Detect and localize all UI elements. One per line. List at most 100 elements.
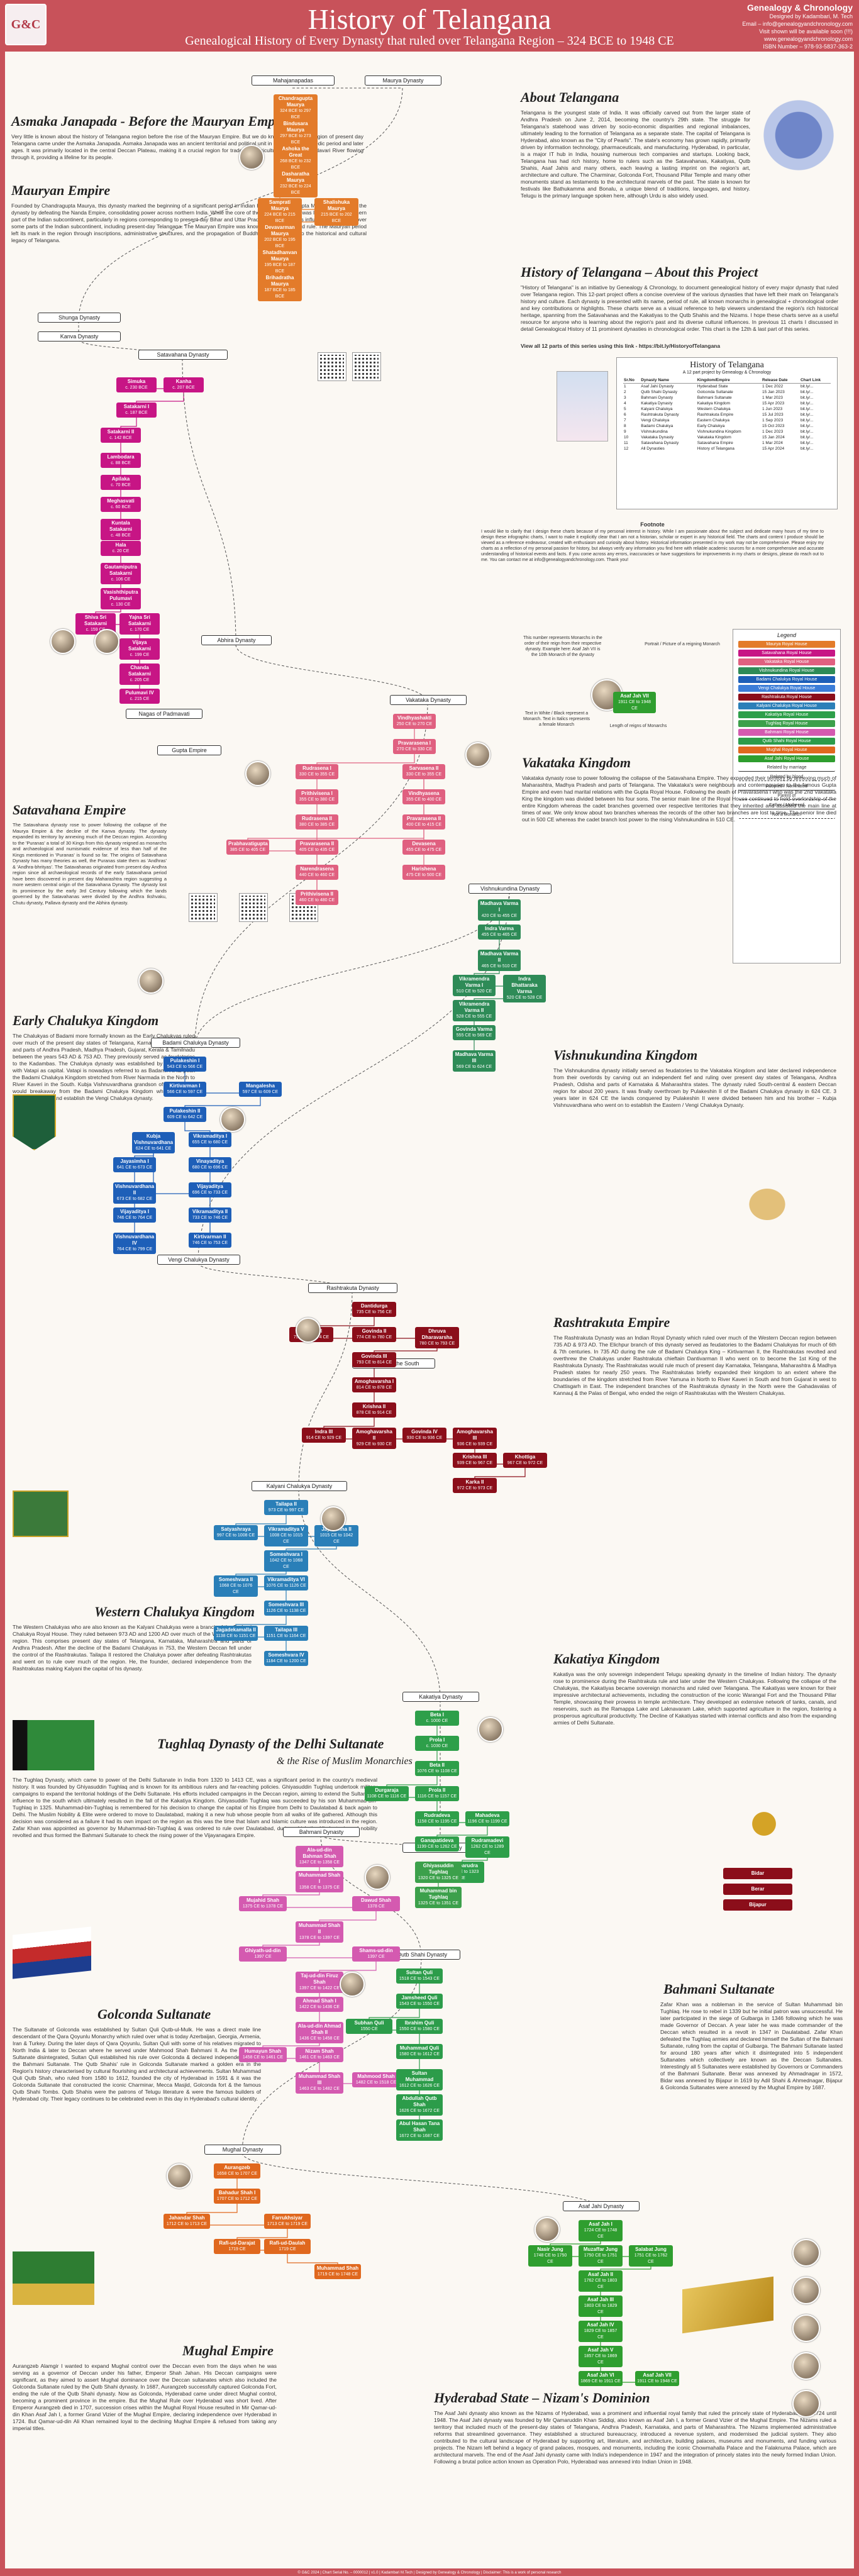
monarch-years: c. 207 BCE — [172, 386, 195, 390]
monarch-years: 1748 CE to 1750 CE — [533, 2253, 567, 2264]
monarch-years: 1857 CE to 1869 CE — [584, 2354, 618, 2365]
legend-item: Parent of — [738, 792, 835, 800]
table-cell: bit.ly/... — [800, 435, 814, 440]
qr-code[interactable] — [352, 352, 381, 381]
monarch-years: 1108 CE to 1116 CE — [367, 1794, 407, 1799]
section-text-vishnukundina: The Vishnukundina dynasty initially serv… — [553, 1067, 836, 1108]
monarch-name: Vikramaditya I — [192, 1133, 228, 1139]
table-cell: 15 Jan 2024 — [762, 435, 785, 440]
monarch-name: Farrukhsiyar — [272, 2215, 303, 2221]
dynasty-label: Shunga Dynasty — [38, 313, 121, 323]
monarch-name: Nasir Jung — [537, 2246, 563, 2252]
monarch-years: 440 CE to 460 CE — [299, 873, 335, 877]
monarch-years: c. 70 BCE — [111, 483, 131, 487]
monarch-years: 1262 CE to 1289 CE — [470, 1845, 504, 1855]
monarch-name: Rafi-ud-Darajat — [219, 2240, 255, 2246]
qr-code[interactable] — [189, 893, 218, 922]
monarch-name: Govinda IV — [411, 1429, 438, 1435]
table-cell: Golconda Sultanate — [697, 390, 733, 394]
section-text-mughal: Aurangzeb Alamgir I wanted to expand Mug… — [13, 2363, 277, 2431]
monarch-name: Rudramadevi — [471, 1838, 504, 1843]
monarch-name: Muhammad Shah III — [298, 2074, 341, 2085]
monarch-name: Ibrahim Quli — [404, 2020, 435, 2026]
monarch-name: Durgaraja — [375, 1787, 399, 1793]
dynasty-label: Vengi Chalukya Dynasty — [157, 1255, 240, 1265]
qr-code[interactable] — [318, 352, 346, 381]
site-link[interactable]: www.genealogyandchronology.com — [764, 36, 853, 42]
monarch-name: Amoghavarsha III — [457, 1429, 493, 1441]
monarch-years: 405 CE to 435 CE — [299, 848, 335, 852]
table-cell: Vakataka Dynasty — [641, 435, 674, 440]
section-title-western-chalukya: Western Chalukya Kingdom — [94, 1604, 255, 1619]
monarch-years: 1158 CE to 1195 CE — [417, 1819, 457, 1824]
site-logo[interactable]: G&C — [5, 4, 47, 45]
monarch-years: 380 CE to 385 CE — [299, 823, 335, 827]
monarch-name: Sultan Muhammad — [405, 2070, 434, 2082]
legend-item: Tughlaq Royal House — [738, 720, 835, 727]
monarch-years: 624 CE to 641 CE — [135, 1146, 172, 1151]
monarch-years: 1422 CE to 1436 CE — [299, 2005, 340, 2009]
monarch-name: Dawud Shah — [360, 1897, 391, 1903]
monarch-years: 420 CE to 455 CE — [481, 914, 518, 918]
monarch-years: 774 CE to 780 CE — [356, 1335, 392, 1340]
table-cell: Asaf Jahi Dynasty — [641, 384, 674, 389]
monarch-years: 1461 CE to 1463 CE — [299, 2055, 340, 2060]
monarch-years: 1751 CE to 1762 CE — [634, 2253, 668, 2264]
monarch-years: 324 BCE to 297 BCE — [280, 109, 311, 119]
monarch-portrait — [792, 2314, 820, 2342]
monarch-years: 1042 CE to 1068 CE — [269, 1558, 303, 1569]
email-link[interactable]: Email – info@genealogyandchronology.com — [742, 21, 853, 27]
monarch-name: Govinda III — [361, 1353, 387, 1359]
table-cell: History of Telangana — [697, 447, 734, 451]
qr-code[interactable] — [239, 893, 268, 922]
monarch-years: c. 230 BCE — [125, 386, 148, 390]
table-cell: 3 — [624, 396, 626, 400]
project-link[interactable]: View all 12 parts of this series using t… — [521, 343, 721, 349]
table-cell: 1 Jun 2023 — [762, 407, 783, 411]
monarch-portrait — [792, 2352, 820, 2380]
monarch-name: Dhruva Dharavarsha — [421, 1328, 453, 1340]
dynasty-label: Vishnukundina Dynasty — [468, 884, 551, 894]
footnote-title: Footnote — [640, 521, 665, 528]
monarch-years: c. 48 BCE — [111, 533, 131, 538]
monarch-years: 1463 CE to 1482 CE — [299, 2087, 340, 2091]
monarch-portrait — [792, 2277, 820, 2304]
monarch-name: Vinayaditya — [196, 1158, 224, 1164]
monarch-portrait — [220, 1107, 245, 1132]
monarch-name: Someshvara II — [218, 1577, 253, 1582]
monarch-name: Asaf Jah VI — [587, 2372, 614, 2378]
table-cell: bit.ly/... — [800, 441, 814, 445]
table-cell: 15 Apr 2024 — [762, 447, 785, 451]
legend-item: Bahmani Royal House — [738, 729, 835, 736]
table-cell: bit.ly/... — [800, 418, 814, 423]
legend-item: Vengi Chalukya Royal House — [738, 685, 835, 692]
table-cell: bit.ly/... — [800, 413, 814, 417]
monarch-name: Muhammad bin Tughlaq — [419, 1888, 457, 1900]
monarch-name: Muhammad Shah II — [298, 1923, 341, 1935]
section-title-chalukya: Early Chalukya Kingdom — [13, 1013, 159, 1028]
section-text-kakatiya: Kakatiya was the only sovereign independ… — [553, 1671, 836, 1726]
